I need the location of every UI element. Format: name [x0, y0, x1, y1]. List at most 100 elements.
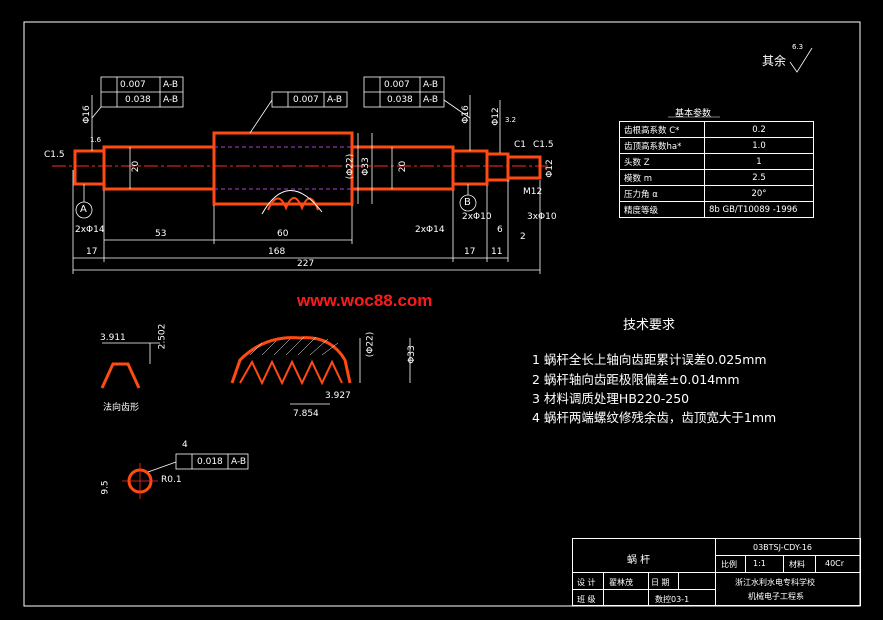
params-value: 0.2: [704, 121, 814, 138]
part-name: 蜗 杆: [627, 555, 651, 566]
tolerance-frames: [91, 76, 471, 470]
chamfer-3x10: 3xΦ10: [527, 212, 557, 222]
class-label: 班 级: [577, 595, 596, 604]
design-label: 设 计: [577, 578, 596, 587]
dim-6: 6: [497, 225, 503, 235]
chamfer-2x14-right: 2xΦ14: [415, 225, 445, 235]
params-value: 1.0: [704, 137, 814, 154]
dim-phi33: Φ33: [360, 157, 371, 176]
dim-17-right: 17: [464, 247, 476, 257]
tol1-c: 0.038: [125, 95, 151, 105]
tol1-b: A-B: [163, 80, 179, 90]
tol2-a: 0.007: [293, 95, 319, 105]
thread-m12: M12: [523, 187, 543, 197]
dim-phi22: (Φ22): [345, 153, 356, 180]
scale-label: 比例: [721, 560, 737, 569]
material-label: 材料: [789, 560, 805, 569]
chamfer-right-2: C1.5: [533, 140, 554, 150]
axial-hatch: [249, 336, 339, 356]
dim-2: 2: [520, 232, 526, 242]
axial-section-teeth: [239, 359, 343, 386]
tech-title: 技术要求: [623, 318, 676, 333]
detail-7854: 7.854: [293, 409, 319, 419]
designer-name: 翟林茂: [609, 578, 633, 587]
thread-section-outline: [261, 190, 323, 215]
chamfer-right: C1: [514, 140, 527, 150]
detail-3911: 3.911: [100, 333, 126, 343]
params-key: 精度等级: [619, 201, 705, 218]
params-value: 20°: [704, 185, 814, 202]
params-value: 2.5: [704, 169, 814, 186]
params-row: 齿顶高系数ha*1.0: [619, 137, 814, 154]
drawing-code: 03BTSJ-CDY-16: [753, 543, 812, 552]
drawing-frame: [23, 21, 861, 607]
params-row: 齿根高系数 C*0.2: [619, 121, 814, 138]
title-block: 蜗 杆 03BTSJ-CDY-16 比例 1:1 材料 40Cr 设 计 翟林茂…: [572, 538, 861, 606]
dim-20-left: 20: [131, 160, 142, 173]
watermark: www.woc88.com: [297, 291, 433, 310]
tol1-d: A-B: [163, 95, 179, 105]
tolkey-a: 0.018: [197, 457, 223, 467]
dimension-lines: [72, 95, 541, 274]
chamfer-2x10: 2xΦ10: [462, 212, 492, 222]
tech-item-3: 3 材料调质处理HB220-250: [532, 391, 690, 406]
params-value: 8b GB/T10089 -1996: [704, 201, 814, 218]
tol3-b: A-B: [423, 80, 439, 90]
dim-53: 53: [155, 229, 167, 239]
normal-tooth-profile: [100, 362, 141, 389]
dim-20-right: 20: [398, 160, 409, 173]
axial-section: [230, 336, 352, 384]
worm-shaft: [73, 131, 542, 206]
detail-3927: 3.927: [325, 391, 351, 401]
keyway-leader: [147, 461, 177, 473]
detail-2502: 2.502: [157, 323, 168, 350]
tol3-a: 0.007: [384, 80, 410, 90]
datum-a-label: A: [80, 204, 87, 215]
material-value: 40Cr: [825, 559, 845, 568]
tech-item-2: 2 蜗杆轴向齿距极限偏差±0.014mm: [532, 372, 740, 387]
params-key: 齿顶高系数ha*: [619, 137, 705, 154]
surface-finish-label: 其余: [762, 54, 787, 68]
dim-60: 60: [277, 229, 289, 239]
tol2-b: A-B: [327, 95, 343, 105]
params-key: 模数 m: [619, 169, 705, 186]
tol1-a: 0.007: [120, 80, 146, 90]
detail-4: 4: [182, 440, 188, 450]
dept-name: 机械电子工程系: [748, 592, 804, 601]
roughness-16: 1.6: [90, 136, 102, 144]
surface-finish-symbol: [789, 47, 813, 73]
params-key: 头数 Z: [619, 153, 705, 170]
dim-17-left: 17: [86, 247, 98, 257]
roughness-32: 3.2: [505, 116, 517, 124]
datum-b-label: B: [464, 197, 471, 208]
chamfer-2x14-left: 2xΦ14: [75, 225, 105, 235]
class-value: 数控03-1: [655, 595, 690, 604]
normal-profile-label: 法向齿形: [103, 403, 140, 413]
detail-r01: R0.1: [161, 475, 182, 485]
chamfer-left: C1.5: [44, 150, 65, 160]
surface-finish-value: 6.3: [792, 43, 804, 51]
params-title: 基本参数: [675, 109, 712, 119]
dia-12: Φ12: [490, 107, 501, 126]
detail-95: 9.5: [100, 480, 111, 495]
scale-value: 1:1: [753, 559, 766, 568]
params-value: 1: [704, 153, 814, 170]
detail-phi33: Φ33: [406, 345, 417, 364]
params-key: 齿根高系数 C*: [619, 121, 705, 138]
tech-item-1: 1 蜗杆全长上轴向齿距累计误差0.025mm: [532, 352, 767, 367]
dim-11: 11: [491, 247, 503, 257]
tech-item-4: 4 蜗杆两端螺纹修残余齿，齿顶宽大于1mm: [532, 410, 777, 425]
dia-16-right: Φ16: [460, 105, 471, 124]
tol3-c: 0.038: [387, 95, 413, 105]
params-key: 压力角 α: [619, 185, 705, 202]
tol3-d: A-B: [423, 95, 439, 105]
detail-phi22: (Φ22): [365, 331, 376, 358]
dia-16-left: Φ16: [81, 105, 92, 124]
dim-168: 168: [268, 247, 286, 257]
date-label: 日 期: [651, 578, 670, 587]
